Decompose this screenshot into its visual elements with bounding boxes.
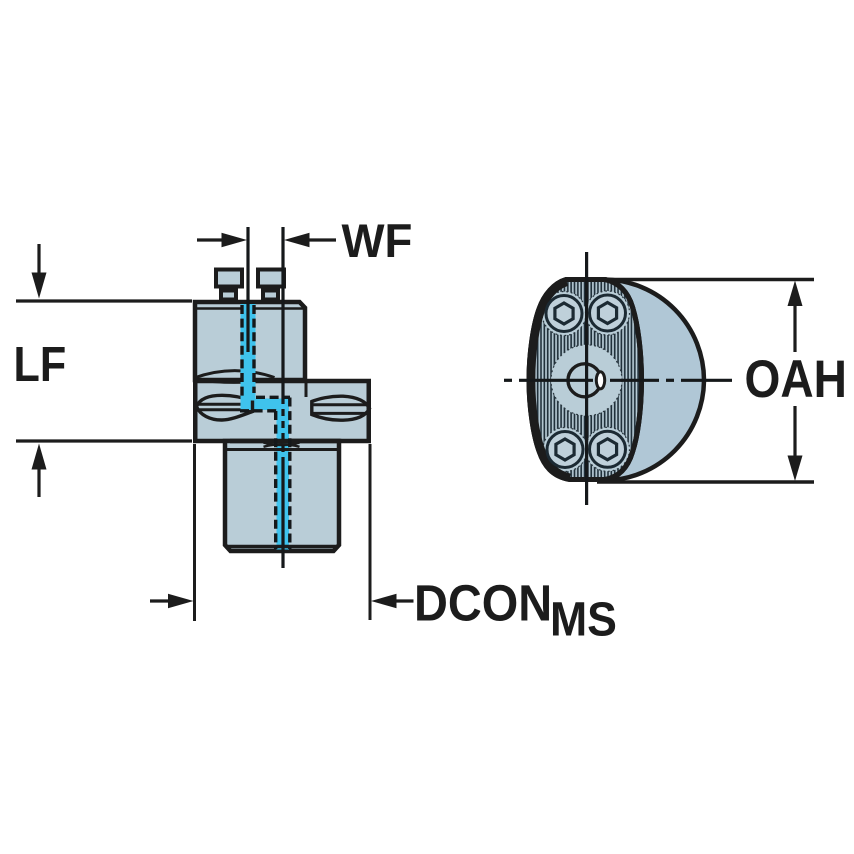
svg-text:MS: MS [550,592,617,646]
svg-text:LF: LF [14,336,67,391]
svg-text:OAH: OAH [745,349,847,409]
svg-text:WF: WF [342,214,413,267]
svg-text:DCON: DCON [414,576,552,632]
